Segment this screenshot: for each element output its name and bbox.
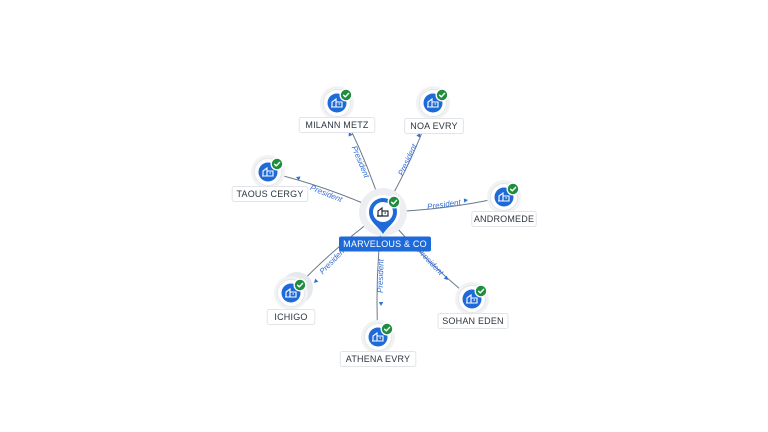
node-noa-evry[interactable]: NOA EVRY — [404, 86, 464, 134]
building-icon — [377, 206, 389, 217]
node-label: SOHAN EDEN — [437, 313, 509, 329]
node-label: ICHIGO — [266, 309, 316, 325]
verified-check-icon — [339, 88, 353, 102]
verified-check-icon — [293, 278, 307, 292]
node-name: NOA EVRY — [410, 121, 457, 131]
verified-check-icon — [506, 182, 520, 196]
building-icon — [498, 191, 510, 202]
verified-check-icon — [387, 195, 401, 209]
verified-check-icon — [380, 322, 394, 336]
edge-label: President — [350, 145, 372, 180]
node-name: SOHAN EDEN — [442, 316, 504, 326]
edge-arrow — [463, 198, 468, 203]
node-label: MILANN METZ — [298, 117, 376, 133]
edge-label: President — [376, 258, 386, 293]
center-node-name: MARVELOUS & CO — [343, 239, 427, 249]
center-node-label: MARVELOUS & CO — [339, 236, 431, 252]
node-name: TAOUS CERGY — [236, 189, 303, 199]
node-milann-metz[interactable]: MILANN METZ — [298, 86, 376, 133]
node-label: NOA EVRY — [404, 118, 464, 134]
node-label: ANDROMEDE — [471, 211, 537, 227]
building-icon — [262, 166, 274, 177]
node-athena-evry[interactable]: ATHENA EVRY — [339, 320, 417, 367]
verified-check-icon — [270, 157, 284, 171]
edge-arrow — [296, 176, 301, 181]
building-icon — [372, 331, 384, 342]
node-name: ICHIGO — [274, 312, 307, 322]
verified-check-icon — [435, 88, 449, 102]
node-sohan-eden[interactable]: SOHAN EDEN — [437, 282, 509, 329]
edge-arrow — [443, 275, 448, 280]
nodes: MILANN METZ NOA EVRY TAOUS CERGY ANDROMEDE I… — [231, 86, 537, 367]
verified-check-icon — [474, 284, 488, 298]
building-icon — [466, 293, 478, 304]
node-andromede[interactable]: ANDROMEDE — [471, 180, 537, 227]
edge-label: President — [427, 198, 462, 212]
building-icon — [331, 97, 343, 108]
edge-arrow — [416, 133, 421, 138]
node-label: ATHENA EVRY — [339, 351, 417, 367]
node-label: TAOUS CERGY — [231, 186, 309, 202]
node-name: MILANN METZ — [305, 120, 369, 130]
edge-label: President — [396, 142, 419, 177]
edge-label: President — [309, 183, 344, 204]
node-taous-cergy[interactable]: TAOUS CERGY — [231, 155, 309, 202]
edge-arrow — [314, 278, 319, 283]
node-name: ATHENA EVRY — [346, 354, 410, 364]
node-name: ANDROMEDE — [474, 214, 534, 224]
edge-arrow — [348, 132, 353, 137]
center-node[interactable]: MARVELOUS & CO — [339, 188, 431, 252]
node-ichigo[interactable]: ICHIGO — [266, 272, 316, 325]
edge-arrow — [378, 301, 384, 306]
building-icon — [427, 97, 439, 108]
building-icon — [285, 287, 297, 298]
